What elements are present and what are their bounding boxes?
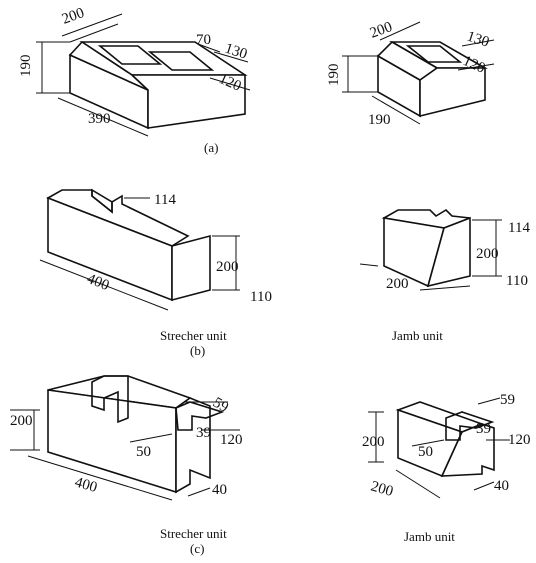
caption-b: (b): [190, 343, 205, 358]
stretcher-c-label: Strecher unit: [160, 526, 227, 541]
dim-130: 130: [223, 41, 249, 63]
jamb-b-dim-110: 110: [506, 273, 528, 289]
stretcher-dim-200: 200: [216, 259, 239, 275]
jamb-dim-130: 130: [465, 29, 491, 51]
stretcher-c-dim-40: 40: [212, 482, 227, 498]
hollow-stretcher-block: [36, 13, 251, 137]
jamb-c-dim-40: 40: [494, 478, 509, 494]
stretcher-dim-400: 400: [85, 271, 112, 294]
panel-b: 114 200 400 110 Strecher unit (b) 114 20…: [39, 188, 530, 358]
solid-jamb-block: [359, 208, 502, 291]
stretcher-c-front-face: [47, 389, 177, 494]
jamb-c-dim-39: 39: [476, 421, 491, 437]
cell-hole-left: [97, 45, 163, 65]
hollow-jamb-block: [342, 21, 495, 125]
jamb-dim-190-length: 190: [368, 112, 391, 128]
stretcher-c-dim-400: 400: [73, 474, 99, 496]
jamb-b-end-face: [426, 216, 471, 288]
panel-c: 200 400 59 39 50 120 40 Strecher unit (c…: [10, 375, 531, 556]
block-right-face: [129, 74, 246, 129]
jamb-cell-hole: [405, 45, 463, 63]
stretcher-notch: [91, 188, 113, 214]
stretcher-c-web: [91, 375, 129, 424]
cell-hole-right: [147, 51, 215, 71]
jamb-c-dim-200-h: 200: [362, 434, 385, 450]
stretcher-c-end-face: [175, 397, 211, 494]
dim-190-height: 190: [18, 55, 34, 78]
stretcher-end-face: [171, 234, 211, 302]
caption-c: (c): [190, 541, 204, 556]
stretcher-c-dim-120: 120: [220, 432, 243, 448]
stretcher-c-dim-200: 200: [10, 413, 33, 429]
stretcher-c-dim-59: 59: [210, 395, 231, 416]
grooved-stretcher-block: [10, 375, 240, 501]
jamb-b-label: Jamb unit: [392, 328, 443, 343]
stretcher-dim-110: 110: [250, 289, 272, 305]
jamb-b-dim-200: 200: [386, 276, 409, 292]
jamb-c-dim-200: 200: [369, 478, 395, 500]
dim-390-length: 390: [88, 111, 111, 127]
jamb-b-dim-114: 114: [508, 220, 530, 236]
stretcher-c-groove: [175, 401, 225, 431]
panel-a: 200 190 390 70 130 120 200 190 190 130 1…: [18, 5, 495, 155]
jamb-c-label: Jamb unit: [404, 529, 455, 544]
jamb-c-dim-50: 50: [418, 444, 433, 460]
stretcher-c-dim-50: 50: [136, 444, 151, 460]
dim-200-width: 200: [60, 5, 87, 28]
jamb-dim-200-width: 200: [368, 19, 395, 42]
jamb-c-dim-120: 120: [508, 432, 531, 448]
jamb-b-dim-200-h: 200: [476, 246, 499, 262]
dim-70: 70: [196, 32, 211, 48]
stretcher-dim-114: 114: [154, 192, 176, 208]
jamb-right-face: [419, 67, 486, 118]
stretcher-c-dim-39: 39: [196, 425, 211, 441]
jamb-dim-190-height: 190: [326, 64, 342, 87]
grooved-jamb-block: [368, 397, 510, 499]
caption-a: (a): [204, 140, 218, 155]
jamb-c-groove: [445, 411, 495, 441]
solid-stretcher-block: [39, 188, 240, 311]
jamb-c-dim-59: 59: [500, 392, 515, 408]
stretcher-b-label: Strecher unit: [160, 328, 227, 343]
